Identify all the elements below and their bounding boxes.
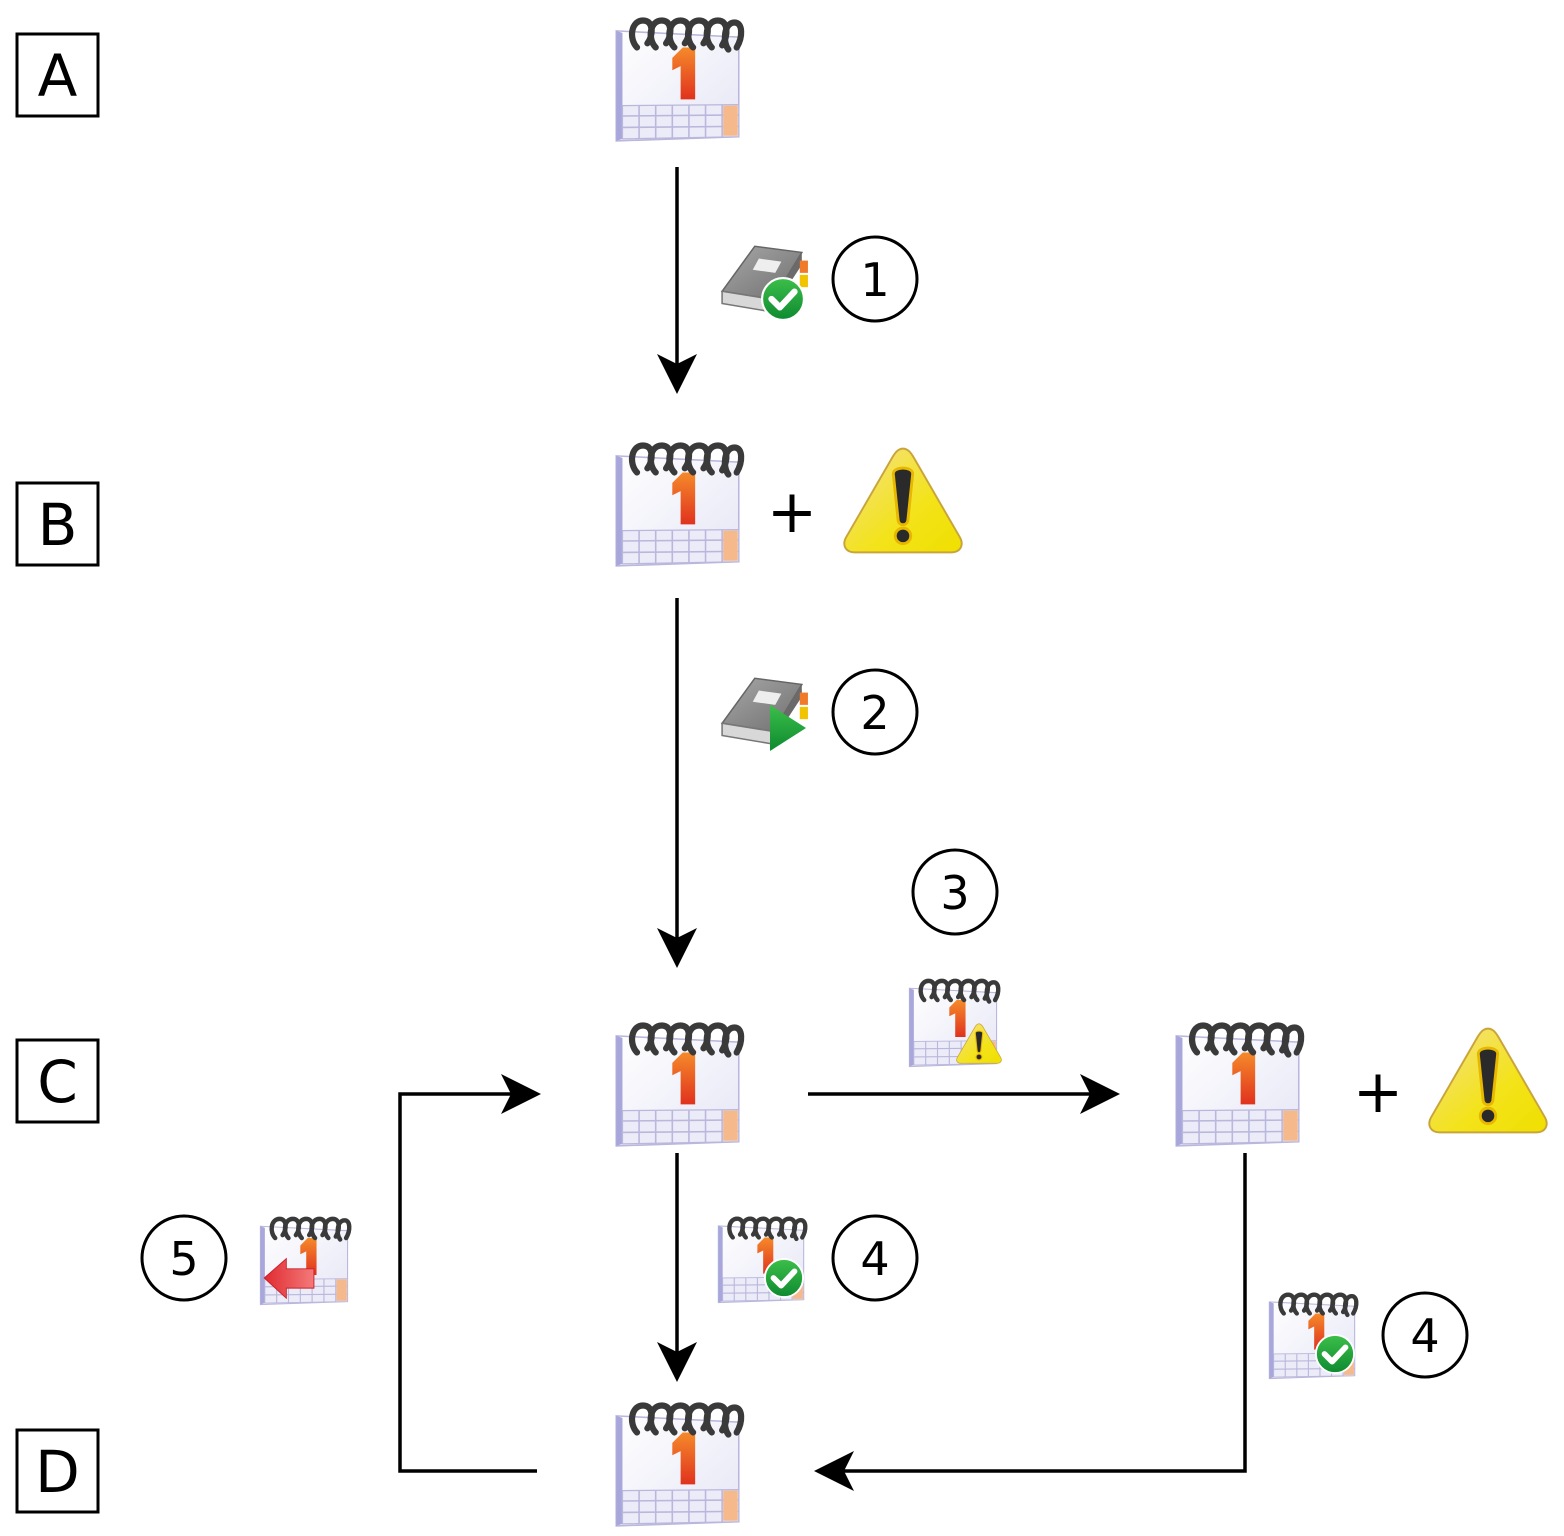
step-number: 2 (860, 686, 889, 740)
calendar-icon (1176, 1025, 1301, 1145)
warning-icon (1427, 1027, 1549, 1134)
state-label-a: A (15, 32, 100, 118)
step-number: 4 (860, 1232, 889, 1286)
calendar-icon (616, 1405, 741, 1525)
calendar-icon (616, 445, 741, 565)
state-label-c: C (15, 1038, 100, 1124)
step-number: 3 (940, 866, 969, 920)
arrow-c2-to-d (814, 1153, 1247, 1491)
step-number: 4 (1410, 1309, 1439, 1363)
step-3: 3 (909, 848, 1002, 1067)
step-number-circle (831, 235, 919, 323)
step-number-circle (911, 848, 999, 936)
calendar-icon (616, 1025, 741, 1145)
check-icon (765, 1259, 803, 1297)
arrow-d-to-c (398, 1074, 541, 1473)
state-label-b: B (15, 481, 100, 567)
step-1: 1 (721, 235, 919, 323)
plus-sign-c2: + (1353, 1057, 1403, 1127)
step-number: 5 (169, 1232, 198, 1286)
step-number: 1 (860, 253, 889, 307)
state-label-b-text: B (38, 491, 78, 559)
step-number-circle (831, 668, 919, 756)
step-number-circle (831, 1214, 919, 1302)
step-number-circle (1381, 1291, 1469, 1379)
step-4-from-warning: 4 (1269, 1291, 1469, 1379)
state-label-a-text: A (38, 42, 78, 110)
warning-icon (842, 447, 964, 554)
check-icon (1316, 1335, 1354, 1373)
step-number-circle (140, 1214, 228, 1302)
step-5: 5 (140, 1214, 349, 1305)
state-label-d: D (15, 1428, 100, 1514)
plus-sign-b: + (767, 477, 817, 547)
state-label-d-text: D (35, 1438, 80, 1506)
calendar-icon (616, 20, 741, 140)
state-label-c-text: C (37, 1048, 78, 1116)
step-2: 2 (721, 668, 919, 756)
calendar-icon (260, 1219, 349, 1305)
check-icon (762, 278, 804, 320)
step-4-direct: 4 (718, 1214, 919, 1303)
